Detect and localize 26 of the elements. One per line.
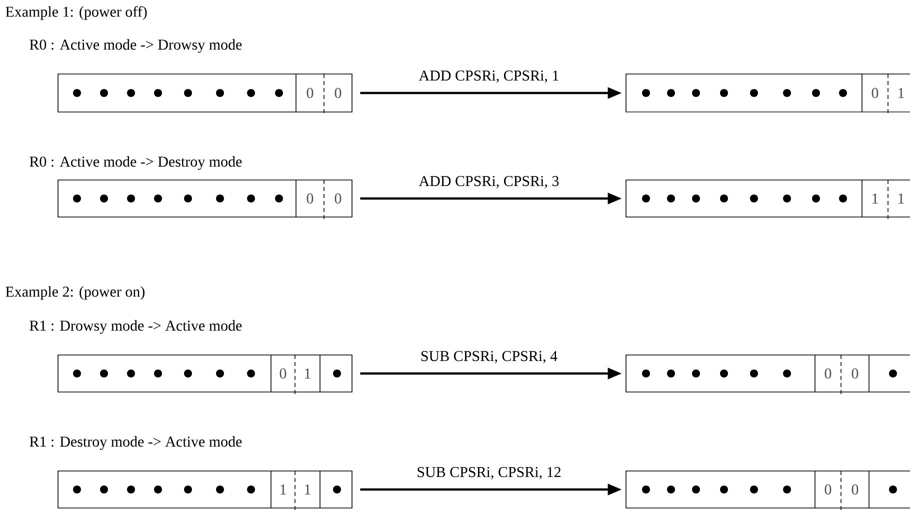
edge-label: SUB CPSRi, CPSRi, 12 <box>416 466 562 480</box>
node-label: 0 <box>852 484 858 495</box>
register-box: 1 1 <box>626 180 910 222</box>
edge-label: SUB CPSRi, CPSRi, 4 <box>419 350 559 364</box>
edge-label: ADD CPSRi, CPSRi, 3 <box>418 175 560 190</box>
transition-label: R0 : Active mode -> Destroy mode <box>30 156 242 170</box>
node-label: 1 <box>898 88 904 98</box>
register-box: 0 1 <box>626 74 910 116</box>
edge-label: ADD CPSRi, CPSRi, 1 <box>418 70 560 84</box>
register-box: 0 1 <box>58 354 352 396</box>
transition-label: R1 : Drowsy mode -> Active mode <box>30 320 242 334</box>
node-label: 1 <box>898 194 904 204</box>
register-box: 0 0 <box>626 354 910 396</box>
transition-label: R0 : Active mode -> Drowsy mode <box>30 39 242 53</box>
register-box: 0 0 <box>626 470 910 510</box>
node-label: 1 <box>872 194 878 204</box>
node-label: 0 <box>824 368 832 379</box>
transition-label: R1 : Destroy mode -> Active mode <box>30 436 242 450</box>
node-label: 0 <box>824 484 832 495</box>
node-label: 0 <box>872 88 878 98</box>
register-box: 0 0 <box>58 74 352 116</box>
example-heading: Example 2: (power on) <box>6 286 144 300</box>
example-heading: Example 1: (power off) <box>6 6 147 20</box>
register-box: 1 1 <box>58 470 352 510</box>
node-label: 0 <box>852 368 858 379</box>
register-box: 0 0 <box>58 180 352 222</box>
